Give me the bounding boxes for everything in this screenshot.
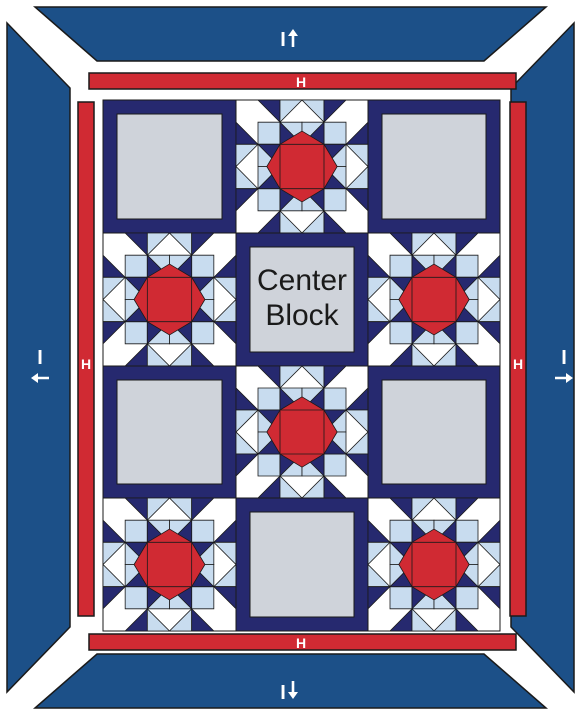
star-center-square bbox=[412, 542, 456, 586]
light-square bbox=[456, 587, 478, 609]
light-square bbox=[125, 322, 147, 344]
light-square bbox=[258, 388, 280, 410]
light-square bbox=[456, 322, 478, 344]
star-center-square bbox=[280, 410, 324, 454]
star-block bbox=[236, 100, 368, 233]
light-square bbox=[258, 189, 280, 211]
label-inner-right: H bbox=[513, 356, 523, 372]
label-inner-top: H bbox=[296, 74, 306, 90]
light-square bbox=[192, 322, 214, 344]
light-square bbox=[324, 122, 346, 144]
label-top-letter: I bbox=[280, 29, 286, 51]
setting-block bbox=[103, 366, 236, 498]
light-square bbox=[390, 255, 412, 277]
light-square bbox=[324, 189, 346, 211]
light-square bbox=[390, 322, 412, 344]
star-center-square bbox=[147, 277, 191, 321]
center-block-label-2: Block bbox=[265, 299, 339, 332]
label-right-letter: I bbox=[561, 347, 567, 369]
light-square bbox=[324, 388, 346, 410]
star-block bbox=[368, 233, 500, 366]
star-block bbox=[103, 498, 236, 631]
setting-block bbox=[368, 366, 500, 498]
outer-border-bottom bbox=[35, 654, 546, 708]
star-block bbox=[368, 498, 500, 631]
light-square bbox=[192, 520, 214, 542]
setting-square bbox=[250, 512, 354, 617]
star-center-square bbox=[147, 542, 191, 586]
light-square bbox=[192, 587, 214, 609]
star-block bbox=[236, 366, 368, 498]
setting-block bbox=[236, 498, 368, 631]
light-square bbox=[456, 255, 478, 277]
center-block-label-1: Center bbox=[257, 264, 347, 297]
light-square bbox=[258, 122, 280, 144]
light-square bbox=[456, 520, 478, 542]
light-square bbox=[125, 587, 147, 609]
label-inner-bottom: H bbox=[296, 635, 306, 651]
light-square bbox=[192, 255, 214, 277]
star-center-square bbox=[412, 277, 456, 321]
label-left-letter: I bbox=[37, 347, 43, 369]
star-center-square bbox=[280, 144, 324, 188]
light-square bbox=[258, 454, 280, 476]
setting-square bbox=[117, 114, 222, 219]
star-block bbox=[103, 233, 236, 366]
setting-square bbox=[382, 380, 486, 484]
light-square bbox=[125, 520, 147, 542]
label-inner-left: H bbox=[81, 356, 91, 372]
light-square bbox=[125, 255, 147, 277]
setting-square bbox=[117, 380, 222, 484]
light-square bbox=[390, 520, 412, 542]
setting-block bbox=[368, 100, 500, 233]
setting-square bbox=[382, 114, 486, 219]
light-square bbox=[324, 454, 346, 476]
label-bottom-letter: I bbox=[280, 682, 286, 704]
light-square bbox=[390, 587, 412, 609]
setting-block bbox=[103, 100, 236, 233]
